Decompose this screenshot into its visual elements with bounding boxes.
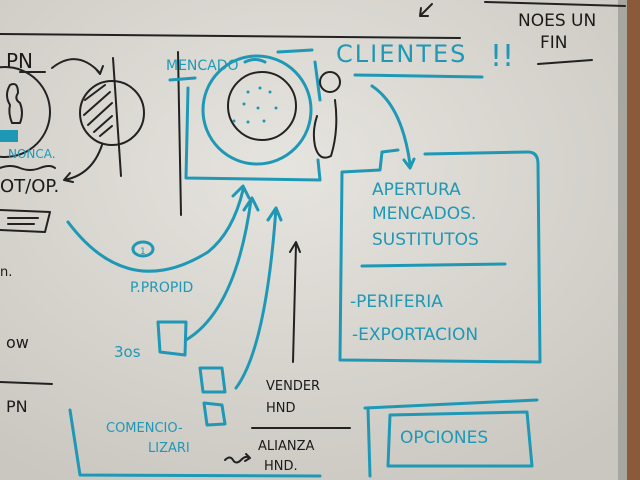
vertical-line bbox=[112, 57, 122, 177]
label-p-propid: P.PROPID bbox=[130, 280, 193, 296]
arrow-to-box-icon bbox=[370, 84, 416, 170]
label-vender-2: HND bbox=[266, 401, 296, 416]
box-line2: MENCADOS. bbox=[372, 204, 476, 224]
label-pn-bottom: PN bbox=[6, 397, 28, 416]
label-comercio-2: LIZARI bbox=[148, 441, 190, 456]
label-terceros: 3os bbox=[114, 343, 141, 361]
label-clientes: CLIENTES bbox=[336, 40, 467, 68]
label-comercio-1: COMENCIO- bbox=[106, 421, 183, 436]
box-item-periferia: -PERIFERIA bbox=[350, 292, 443, 312]
document-lines bbox=[7, 217, 39, 225]
client-head bbox=[319, 71, 341, 93]
exclamation-marks: !! bbox=[490, 39, 514, 74]
box-divider bbox=[360, 262, 507, 268]
curve-arrow-propid-icon bbox=[66, 184, 251, 273]
circle-one-label: 1 bbox=[140, 247, 146, 257]
market-outer-circle bbox=[201, 54, 313, 166]
market-box bbox=[184, 60, 322, 182]
box-terceros bbox=[156, 320, 188, 357]
person-icon bbox=[6, 83, 23, 124]
box-line3: SUSTITUTOS bbox=[372, 230, 479, 250]
label-alianza-2: HND. bbox=[264, 459, 298, 474]
box-item-exportacion: -EXPORTACION bbox=[352, 325, 478, 345]
top-divider-line bbox=[0, 33, 461, 39]
curved-arrow-icon bbox=[63, 144, 103, 183]
label-nonca: NONCA. bbox=[8, 147, 56, 161]
note-line1: NOES UN bbox=[518, 11, 596, 31]
blue-strokes bbox=[168, 48, 314, 82]
wavy-line bbox=[0, 165, 56, 171]
clientes-underline bbox=[353, 73, 484, 79]
bottom-bracket bbox=[68, 408, 322, 478]
note-line2: FIN bbox=[540, 33, 568, 53]
fragment-ow: ow bbox=[6, 333, 29, 352]
arrow-terceros-icon bbox=[184, 196, 260, 342]
circle-person bbox=[0, 66, 51, 158]
circle-one bbox=[131, 240, 155, 258]
note-underline bbox=[537, 59, 593, 65]
squiggle-arrow-icon bbox=[224, 453, 251, 464]
document-sketch bbox=[0, 209, 51, 233]
board-edge bbox=[618, 0, 627, 480]
label-alianza-1: ALIANZA bbox=[258, 439, 314, 454]
opciones-outer-frame bbox=[363, 398, 539, 478]
hatching bbox=[83, 84, 113, 137]
arrow-icon bbox=[419, 3, 433, 17]
opciones-box bbox=[386, 410, 534, 468]
label-vender-1: VENDER bbox=[266, 379, 320, 394]
fragment-n: n. bbox=[0, 265, 12, 280]
label-otop: OT/OP. bbox=[0, 176, 59, 197]
market-inner-circle bbox=[227, 71, 297, 141]
board-frame bbox=[626, 0, 640, 480]
box-line1: APERTURA bbox=[372, 180, 461, 200]
opportunity-box bbox=[338, 148, 542, 364]
client-body-icon bbox=[312, 99, 338, 159]
blue-mark bbox=[0, 130, 18, 142]
curved-arrow-icon bbox=[51, 58, 104, 75]
top-right-line bbox=[484, 1, 626, 7]
arrow-comercio-icon bbox=[234, 206, 283, 390]
arrow-up-icon bbox=[289, 241, 301, 363]
box-comercio-1 bbox=[198, 366, 227, 394]
box-comercio-2 bbox=[202, 401, 227, 427]
label-opciones: OPCIONES bbox=[400, 428, 488, 448]
hatched-circle bbox=[79, 80, 145, 146]
customer-dots bbox=[232, 86, 278, 124]
left-divider bbox=[0, 381, 53, 385]
